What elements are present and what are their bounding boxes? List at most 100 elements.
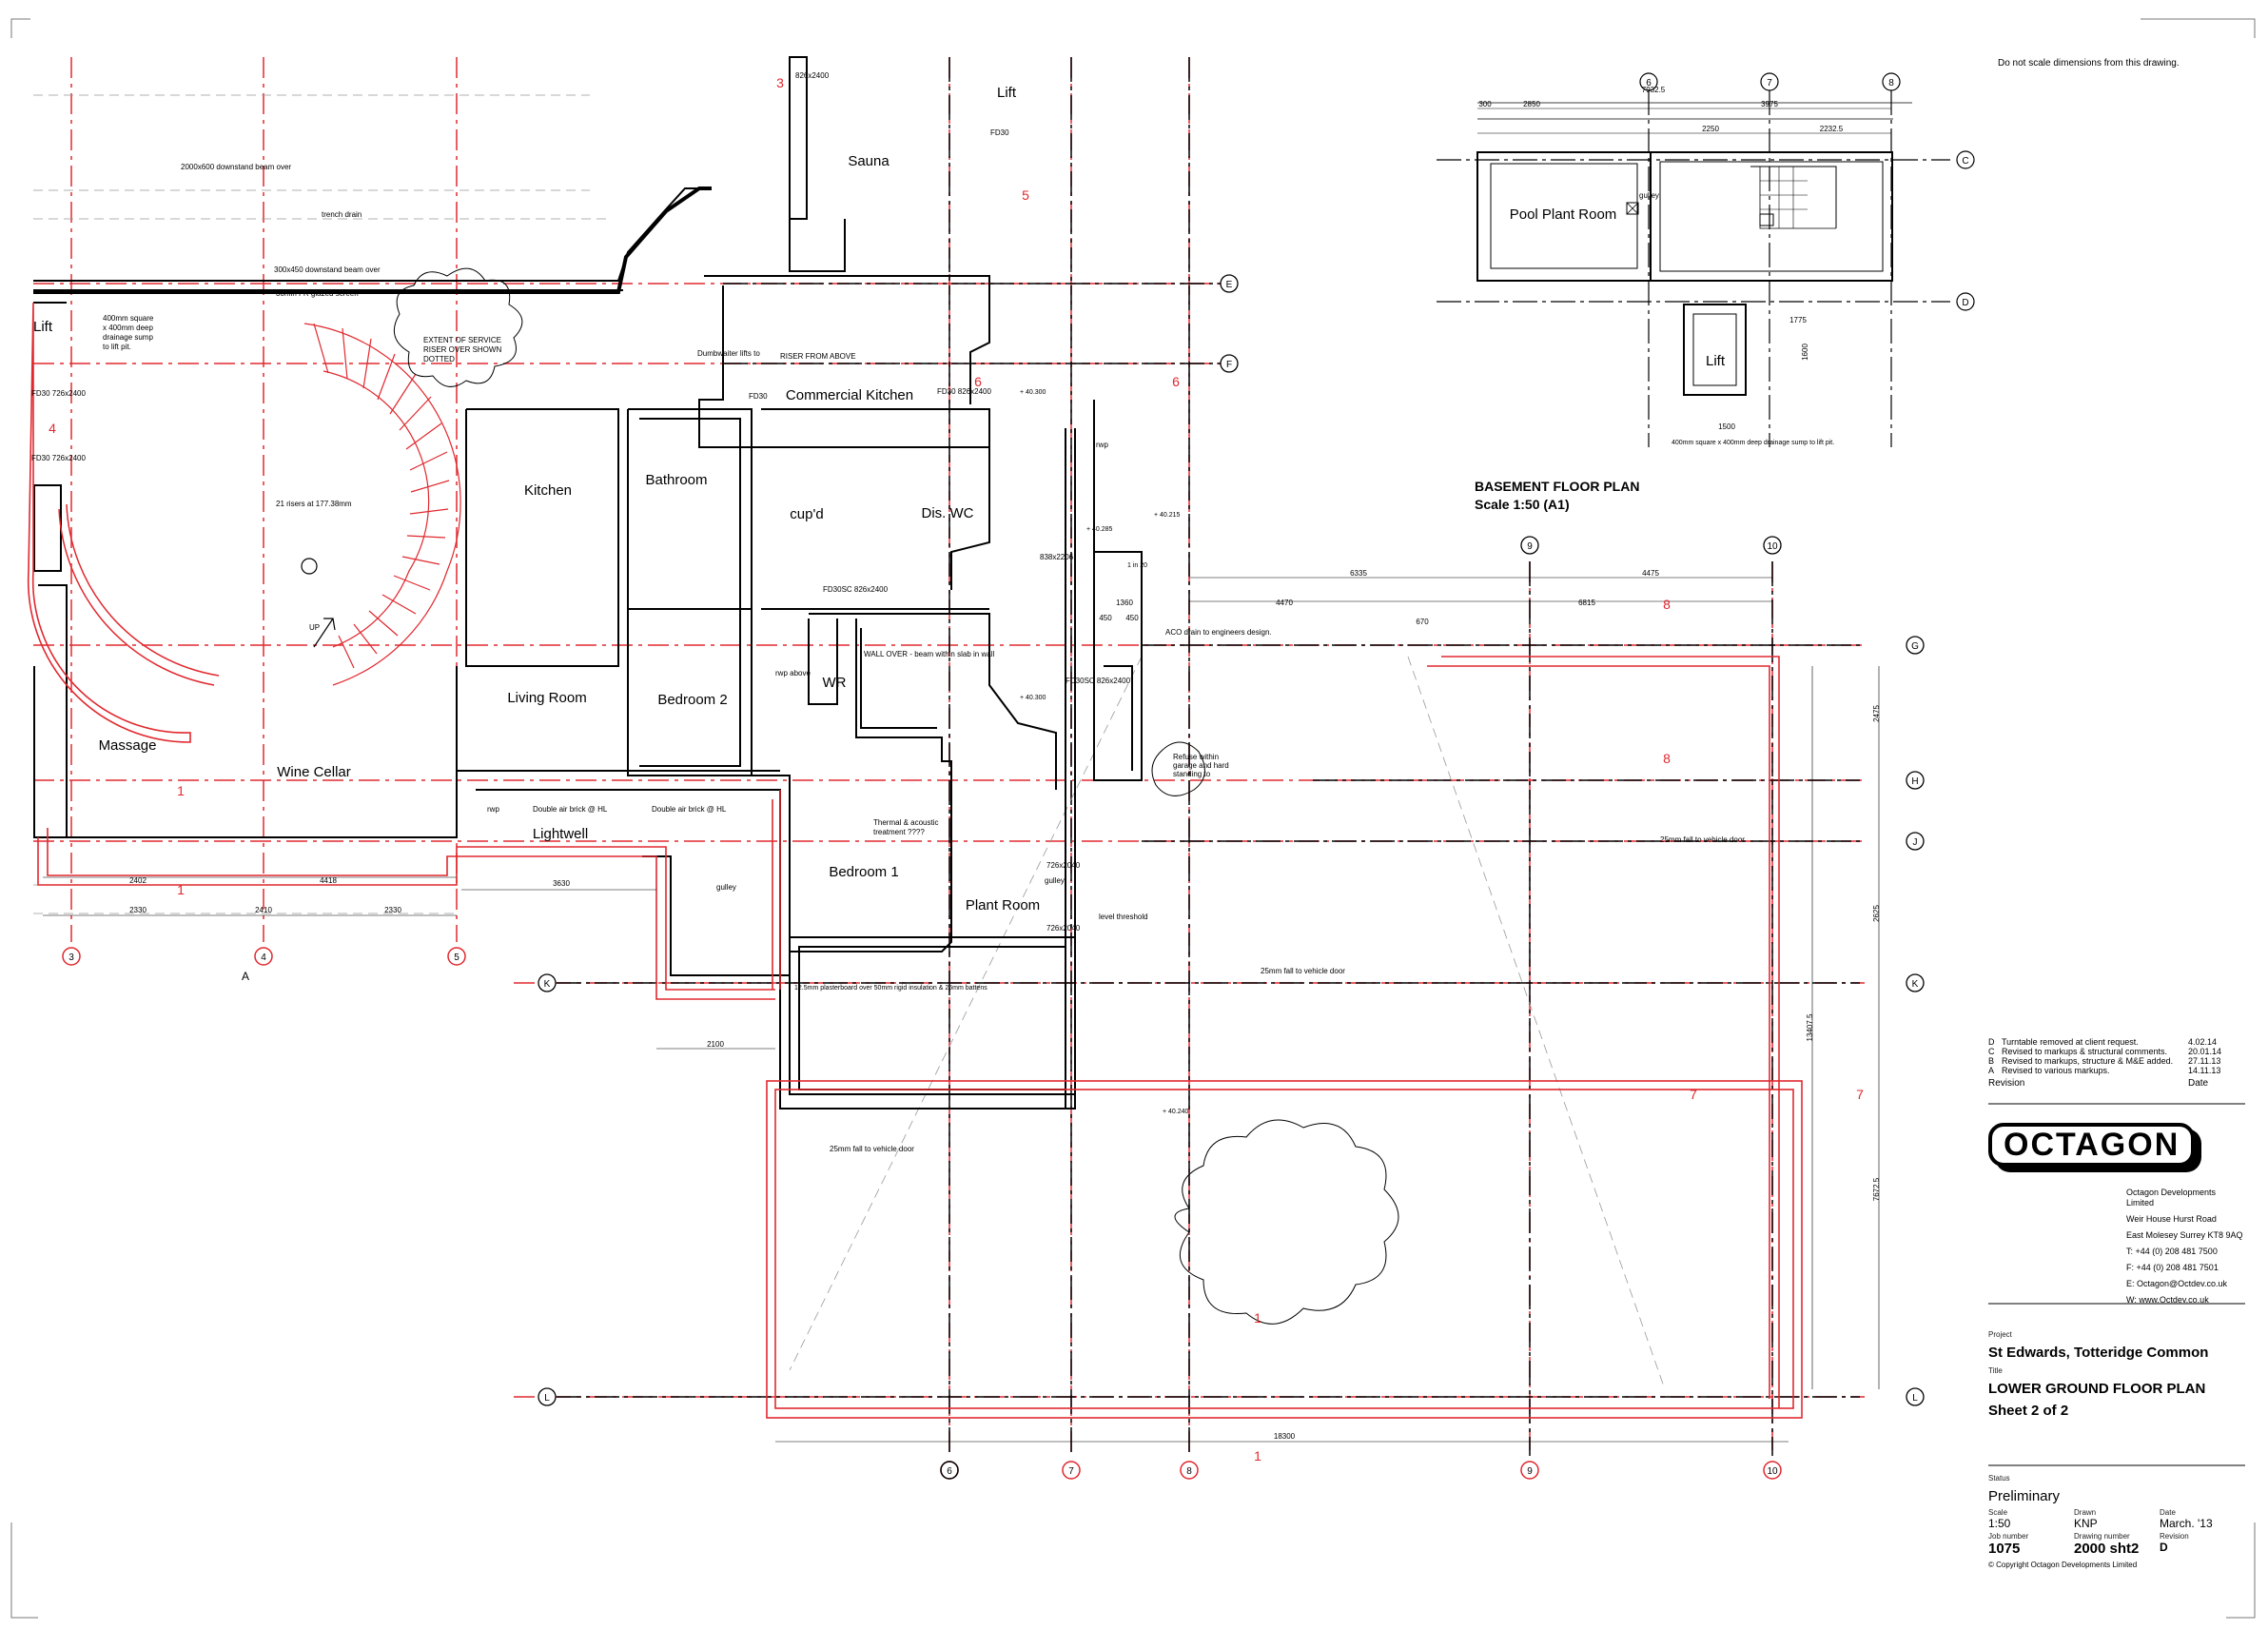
title-label: Title — [1988, 1366, 2003, 1375]
dim-3630: 3630 — [553, 879, 570, 888]
dim-4475: 4475 — [1642, 569, 1659, 578]
note-air-brick-2: Double air brick @ HL — [652, 805, 727, 814]
note-rwp-above: rwp above — [775, 669, 811, 678]
door-tag-7: 726x2040 — [1046, 861, 1081, 870]
room-commercial-kitchen: Commercial Kitchen — [786, 387, 913, 403]
grid-bubble-9: 9 — [1527, 1466, 1533, 1477]
basement-bubble-6: 6 — [1646, 78, 1652, 88]
revision-date: 20.01.14 — [2188, 1047, 2222, 1056]
grid-bubble-letters: E F G H J K L K L 9 10 A — [242, 280, 1919, 1404]
dim-2250: 2250 — [1702, 125, 1719, 133]
revision-row: B Revised to markups, structure & M&E add… — [1988, 1056, 2245, 1066]
dim-4470: 4470 — [1276, 599, 1293, 607]
note-gulley-1: gulley — [716, 883, 736, 892]
room-bedroom-2: Bedroom 2 — [657, 692, 727, 708]
rev-label: Revision — [2160, 1532, 2189, 1541]
note-rwp-1: rwp — [1096, 441, 1108, 449]
note-sump-1: 400mm square — [103, 314, 154, 323]
door-tag-10: FD30SC 826x2400 — [1066, 677, 1131, 685]
project-name: St Edwards, Totteridge Common — [1988, 1345, 2209, 1361]
note-fall-2: 25mm fall to vehicle door — [1261, 967, 1345, 975]
grid-bubble-8: 8 — [1186, 1466, 1192, 1477]
door-tag-8: 726x2040 — [1046, 924, 1081, 933]
company-logo-wrap: OCTAGON — [1988, 1123, 2245, 1167]
door-tag-6: FD30SC 826x2400 — [823, 585, 889, 594]
level-marks: + 40.300 + 40.215 + 40.285 + 40.300 + 40… — [1020, 389, 1189, 1115]
red-outline-walls — [27, 302, 1803, 1419]
spiral-staircase — [301, 323, 461, 686]
dim-1775: 1775 — [1789, 316, 1807, 324]
note-trench-drain: trench drain — [322, 210, 362, 219]
note-refuse-3: standing to — [1173, 770, 1211, 778]
scale-value: 1:50 — [1988, 1517, 2011, 1530]
door-tag-2: 826x2400 — [795, 71, 830, 80]
note-thermal-1: Thermal & acoustic — [873, 818, 938, 827]
annotations: 2000x600 downstand beam over trench drai… — [103, 163, 1834, 1153]
grid-bubble-6: 6 — [947, 1466, 952, 1477]
room-dis-wc: Dis. WC — [922, 505, 974, 521]
note-thermal-2: treatment ???? — [873, 828, 925, 836]
company-name: Octagon Developments Limited — [2126, 1188, 2217, 1208]
title-block-frame — [1988, 1103, 2245, 1466]
note-refuse-2: garage and hard — [1173, 761, 1229, 770]
room-massage: Massage — [99, 737, 157, 754]
grid-bubble-5: 5 — [454, 952, 459, 963]
basement-plan-scale: Scale 1:50 (A1) — [1475, 497, 1570, 512]
sheet-corner-marks — [10, 18, 2256, 1619]
note-riser-2: RISER OVER SHOWN — [423, 345, 501, 354]
trees — [393, 267, 1399, 1325]
note-basement-sump: 400mm square x 400mm deep drainage sump … — [1672, 440, 1834, 446]
room-living-room: Living Room — [507, 690, 586, 706]
dim-6815: 6815 — [1578, 599, 1595, 607]
dim-3975: 3975 — [1761, 100, 1778, 108]
basement-bubble-C: C — [1962, 156, 1968, 167]
red-mark-1a: 1 — [177, 783, 185, 798]
note-wall-over: WALL OVER - beam within slab in wall — [864, 650, 994, 658]
building-walls — [33, 56, 1143, 1110]
room-lightwell: Lightwell — [533, 826, 588, 842]
dim-2475: 2475 — [1872, 705, 1881, 722]
door-tag-11: FD30 — [749, 392, 768, 401]
note-glazed-screen: 30min FR glazed screen — [276, 289, 359, 298]
drawing-sheet: Sheet 2 of 2 — [1988, 1403, 2069, 1419]
rev-value: D — [2160, 1541, 2168, 1554]
note-downstand-beam-2000: 2000x600 downstand beam over — [181, 163, 291, 171]
red-mark-3: 3 — [776, 75, 784, 90]
revision-letter: B — [1988, 1056, 1995, 1066]
dim-670: 670 — [1416, 618, 1429, 626]
note-fall-1: 25mm fall to vehicle door — [1660, 835, 1745, 844]
dim-450a: 450 — [1099, 614, 1112, 622]
revision-desc: Revised to various markups. — [2002, 1066, 2110, 1075]
level-mark-3: + 40.285 — [1086, 526, 1113, 533]
grid-bubble-E: E — [1226, 280, 1233, 290]
red-mark-7a: 7 — [1690, 1087, 1697, 1102]
dim-18300: 18300 — [1274, 1432, 1296, 1441]
note-insulation: 12.5mm plasterboard over 50mm rigid insu… — [794, 985, 987, 992]
red-mark-4: 4 — [49, 421, 56, 436]
company-logo: OCTAGON — [1988, 1123, 2196, 1167]
header-note: Do not scale dimensions from this drawin… — [1998, 58, 2180, 69]
grid-bubbles-bottom — [62, 947, 1782, 1480]
revision-desc: Revised to markups, structure & M&E adde… — [2002, 1056, 2174, 1066]
revision-letter: D — [1988, 1037, 1995, 1047]
note-sump-3: drainage sump — [103, 333, 153, 342]
grid-bubble-4: 4 — [261, 952, 266, 963]
note-dumbwaiter: Dumbwaiter lifts to — [697, 349, 760, 358]
section-marker-a: A — [242, 970, 249, 983]
note-fall-3: 25mm fall to vehicle door — [830, 1145, 914, 1153]
grid-bubble-3: 3 — [68, 952, 74, 963]
dim-450b: 450 — [1125, 614, 1139, 622]
room-bedroom-1: Bedroom 1 — [829, 864, 898, 880]
project-section: Project St Edwards, Totteridge Common Ti… — [1988, 1330, 2245, 1419]
room-lift-left: Lift — [33, 319, 53, 335]
door-tags: FD30 826x2400 826x2400 FD30 FD30 726x240… — [31, 71, 1131, 933]
dim-300: 300 — [1478, 100, 1492, 108]
copyright: © Copyright Octagon Developments Limited — [1988, 1561, 2138, 1569]
red-mark-1b: 1 — [177, 882, 185, 897]
company-email: E: Octagon@Octdev.co.uk — [2126, 1279, 2228, 1288]
